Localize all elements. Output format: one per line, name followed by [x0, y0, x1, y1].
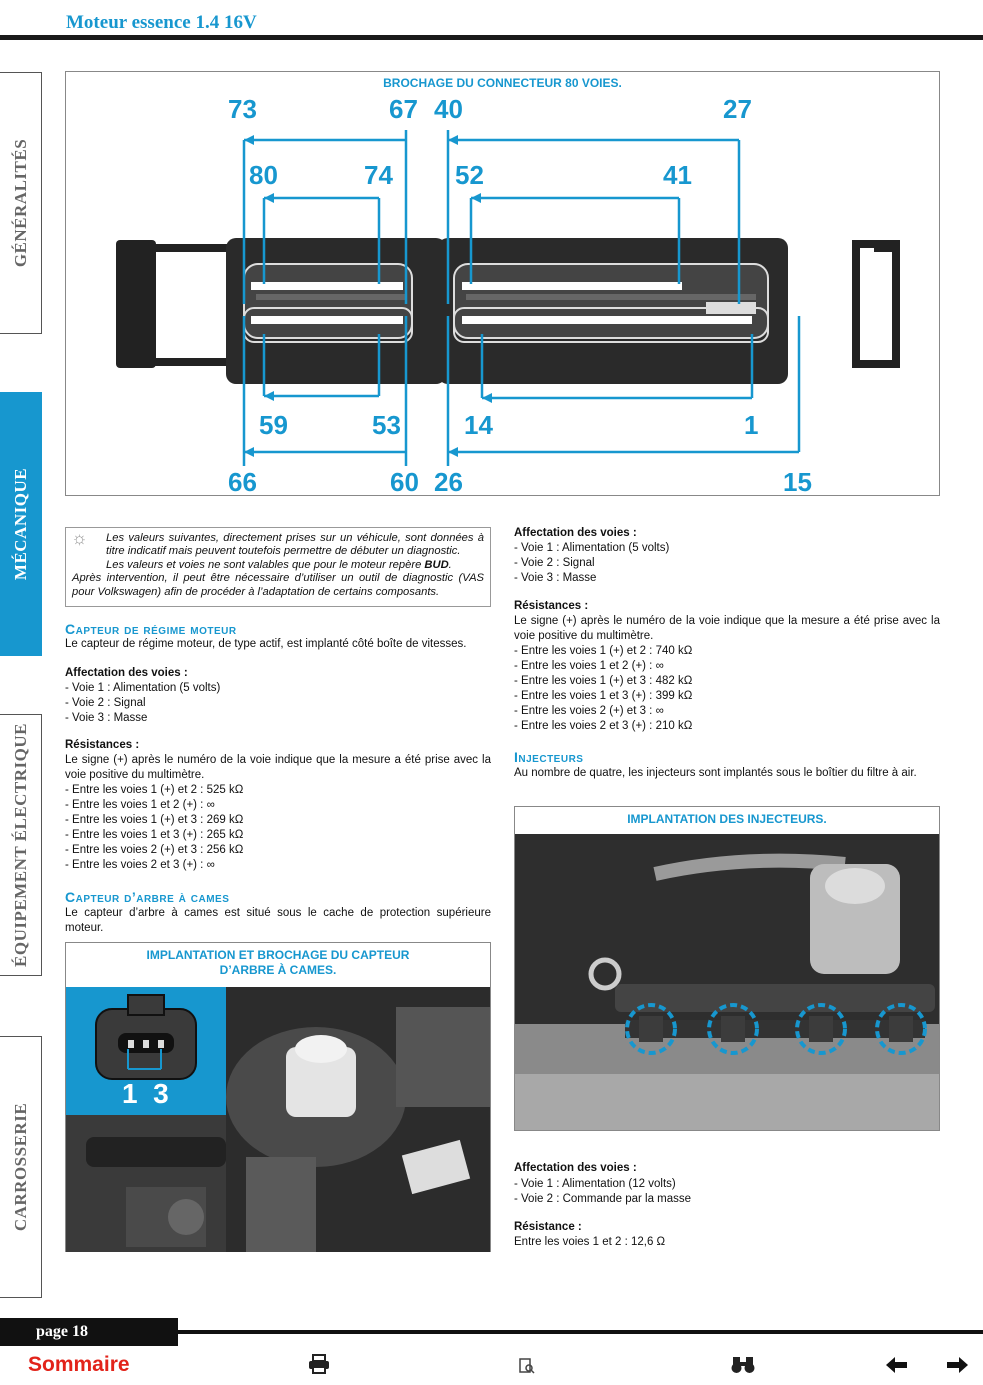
list-item: - Voie 2 : Signal — [65, 697, 146, 709]
list-item: - Entre les voies 1 (+) et 2 : 525 kΩ — [65, 784, 244, 796]
list-item: - Entre les voies 1 et 3 (+) : 399 kΩ — [514, 690, 693, 702]
list-item: - Entre les voies 1 et 2 (+) : ∞ — [514, 660, 664, 672]
pin-label-67: 67 — [389, 94, 418, 124]
list-item: - Voie 1 : Alimentation (5 volts) — [65, 682, 221, 694]
note-line-1: Les valeurs suivantes, directement prise… — [106, 532, 484, 558]
list-item: - Voie 3 : Masse — [514, 572, 597, 584]
capteur-regime-affect-title: Affectation des voies : — [65, 667, 188, 679]
diagnostic-note: ☼ Les valeurs suivantes, directement pri… — [65, 527, 491, 607]
document-title: Moteur essence 1.4 16V — [66, 12, 257, 33]
injectors-caption: IMPLANTATION DES INJECTEURS. — [627, 812, 827, 826]
capteur-cames-affect-title: Affectation des voies : — [514, 527, 637, 539]
tab-mecanique[interactable]: MÉCANIQUE — [0, 392, 42, 656]
connector-figure: BROCHAGE DU CONNECTEUR 80 VOIES. — [65, 71, 940, 496]
list-item: - Voie 2 : Commande par la masse — [514, 1193, 692, 1205]
printer-icon[interactable] — [308, 1354, 330, 1374]
pin-label-73: 73 — [228, 94, 257, 124]
capteur-cames-intro: Le capteur d’arbre à cames est situé sou… — [65, 907, 491, 934]
list-item: - Voie 3 : Masse — [65, 712, 148, 724]
list-item: - Voie 2 : Signal — [514, 557, 595, 569]
note-engine-code: BUD — [424, 558, 449, 571]
pin-label-1: 1 — [744, 410, 759, 440]
tab-carrosserie[interactable]: CARROSSERIE — [0, 1036, 42, 1298]
pin-label-41: 41 — [663, 160, 692, 190]
note-line-2-text: Les valeurs et voies ne sont valables qu… — [106, 558, 425, 571]
section-title-injecteurs: Injecteurs — [514, 749, 584, 765]
connector-inset: 1 3 — [66, 987, 226, 1115]
capteur-cames-res-intro: Le signe (+) après le numéro de la voie … — [514, 615, 940, 642]
list-item: - Entre les voies 2 (+) et 3 : 256 kΩ — [65, 844, 244, 856]
page-number: page 18 — [36, 1323, 88, 1340]
pin-label-15: 15 — [783, 467, 812, 497]
tab-label: CARROSSERIE — [10, 1102, 30, 1232]
list-item: - Voie 1 : Alimentation (12 volts) — [514, 1178, 676, 1190]
section-title-capteur-regime: Capteur de régime moteur — [65, 621, 237, 637]
sensor-connector-drawing — [95, 994, 197, 1080]
tab-label: ÉQUIPEMENT ÉLECTRIQUE — [10, 723, 30, 967]
connector-caption: BROCHAGE DU CONNECTEUR 80 VOIES. — [383, 76, 622, 90]
capteur-regime-intro: Le capteur de régime moteur, de type act… — [65, 638, 467, 650]
pin-label-40: 40 — [434, 94, 463, 124]
capteur-cames-affect-list: - Voie 1 : Alimentation (5 volts) - Voie… — [514, 541, 669, 586]
lightbulb-icon: ☼ — [71, 528, 88, 548]
camshaft-sensor-figure: IMPLANTATION ET BROCHAGE DU CAPTEUR D’AR… — [65, 942, 491, 1252]
capteur-regime-affect-list: - Voie 1 : Alimentation (5 volts) - Voie… — [65, 681, 220, 726]
pin-label-52: 52 — [455, 160, 484, 190]
list-item: - Entre les voies 1 (+) et 3 : 269 kΩ — [65, 814, 244, 826]
pin-label-60: 60 — [390, 467, 419, 497]
binoculars-icon[interactable] — [731, 1354, 755, 1374]
injecteurs-intro: Au nombre de quatre, les injecteurs sont… — [514, 767, 917, 779]
search-document-icon[interactable] — [519, 1358, 535, 1374]
tab-label: MÉCANIQUE — [10, 467, 30, 581]
list-item: - Entre les voies 2 et 3 (+) : 210 kΩ — [514, 720, 693, 732]
list-item: - Entre les voies 1 et 3 (+) : 265 kΩ — [65, 829, 244, 841]
injecteurs-affect-list: - Voie 1 : Alimentation (12 volts) - Voi… — [514, 1177, 691, 1207]
pin-label-14: 14 — [464, 410, 493, 440]
pin-label-27: 27 — [723, 94, 752, 124]
capteur-regime-res-list: - Entre les voies 1 (+) et 2 : 525 kΩ - … — [65, 783, 243, 873]
section-title-capteur-cames: Capteur d’arbre à cames — [65, 889, 230, 905]
list-item: - Entre les voies 2 (+) et 3 : ∞ — [514, 705, 664, 717]
tab-equipement-electrique[interactable]: ÉQUIPEMENT ÉLECTRIQUE — [0, 714, 42, 976]
connector-drawing — [116, 130, 900, 466]
injecteurs-res-value: Entre les voies 1 et 2 : 12,6 Ω — [514, 1236, 666, 1248]
sommaire-link[interactable]: Sommaire — [28, 1353, 130, 1376]
camshaft-pin-labels: 1 3 — [122, 1078, 169, 1109]
pin-label-80: 80 — [249, 160, 278, 190]
header-rule — [0, 35, 983, 40]
capteur-regime-res-title: Résistances : — [65, 739, 140, 751]
pin-label-59: 59 — [259, 410, 288, 440]
pin-label-26: 26 — [434, 467, 463, 497]
tab-generalites[interactable]: GÉNÉRALITÉS — [0, 72, 42, 334]
capteur-regime-res-intro: Le signe (+) après le numéro de la voie … — [65, 754, 491, 781]
page-number-bar: page 18 — [0, 1318, 178, 1346]
pin-label-66: 66 — [228, 467, 257, 497]
list-item: - Entre les voies 1 (+) et 3 : 482 kΩ — [514, 675, 693, 687]
note-line-2: Les valeurs et voies ne sont valables qu… — [106, 558, 452, 571]
arrow-left-icon[interactable] — [886, 1356, 908, 1374]
list-item: - Entre les voies 2 et 3 (+) : ∞ — [65, 859, 215, 871]
injectors-photo — [515, 834, 939, 1130]
list-item: - Entre les voies 1 (+) et 2 : 740 kΩ — [514, 645, 693, 657]
arrow-right-icon[interactable] — [946, 1356, 968, 1374]
camshaft-caption-line-2: D’ARBRE À CAMES. — [219, 963, 337, 977]
note-line-3: Après intervention, il peut être nécessa… — [72, 572, 484, 598]
capteur-cames-res-list: - Entre les voies 1 (+) et 2 : 740 kΩ - … — [514, 644, 692, 734]
camshaft-caption: IMPLANTATION ET BROCHAGE DU CAPTEUR D’AR… — [66, 948, 490, 978]
camshaft-caption-line-1: IMPLANTATION ET BROCHAGE DU CAPTEUR — [146, 948, 410, 962]
pin-label-74: 74 — [364, 160, 393, 190]
list-item: - Voie 1 : Alimentation (5 volts) — [514, 542, 670, 554]
injecteurs-res-title: Résistance : — [514, 1221, 582, 1233]
capteur-cames-res-title: Résistances : — [514, 600, 589, 612]
injectors-figure: IMPLANTATION DES INJECTEURS. — [514, 806, 940, 1131]
injecteurs-affect-title: Affectation des voies : — [514, 1162, 637, 1174]
list-item: - Entre les voies 1 et 2 (+) : ∞ — [65, 799, 215, 811]
footer-rule — [178, 1330, 983, 1334]
pin-label-53: 53 — [372, 410, 401, 440]
tab-label: GÉNÉRALITÉS — [10, 138, 30, 268]
